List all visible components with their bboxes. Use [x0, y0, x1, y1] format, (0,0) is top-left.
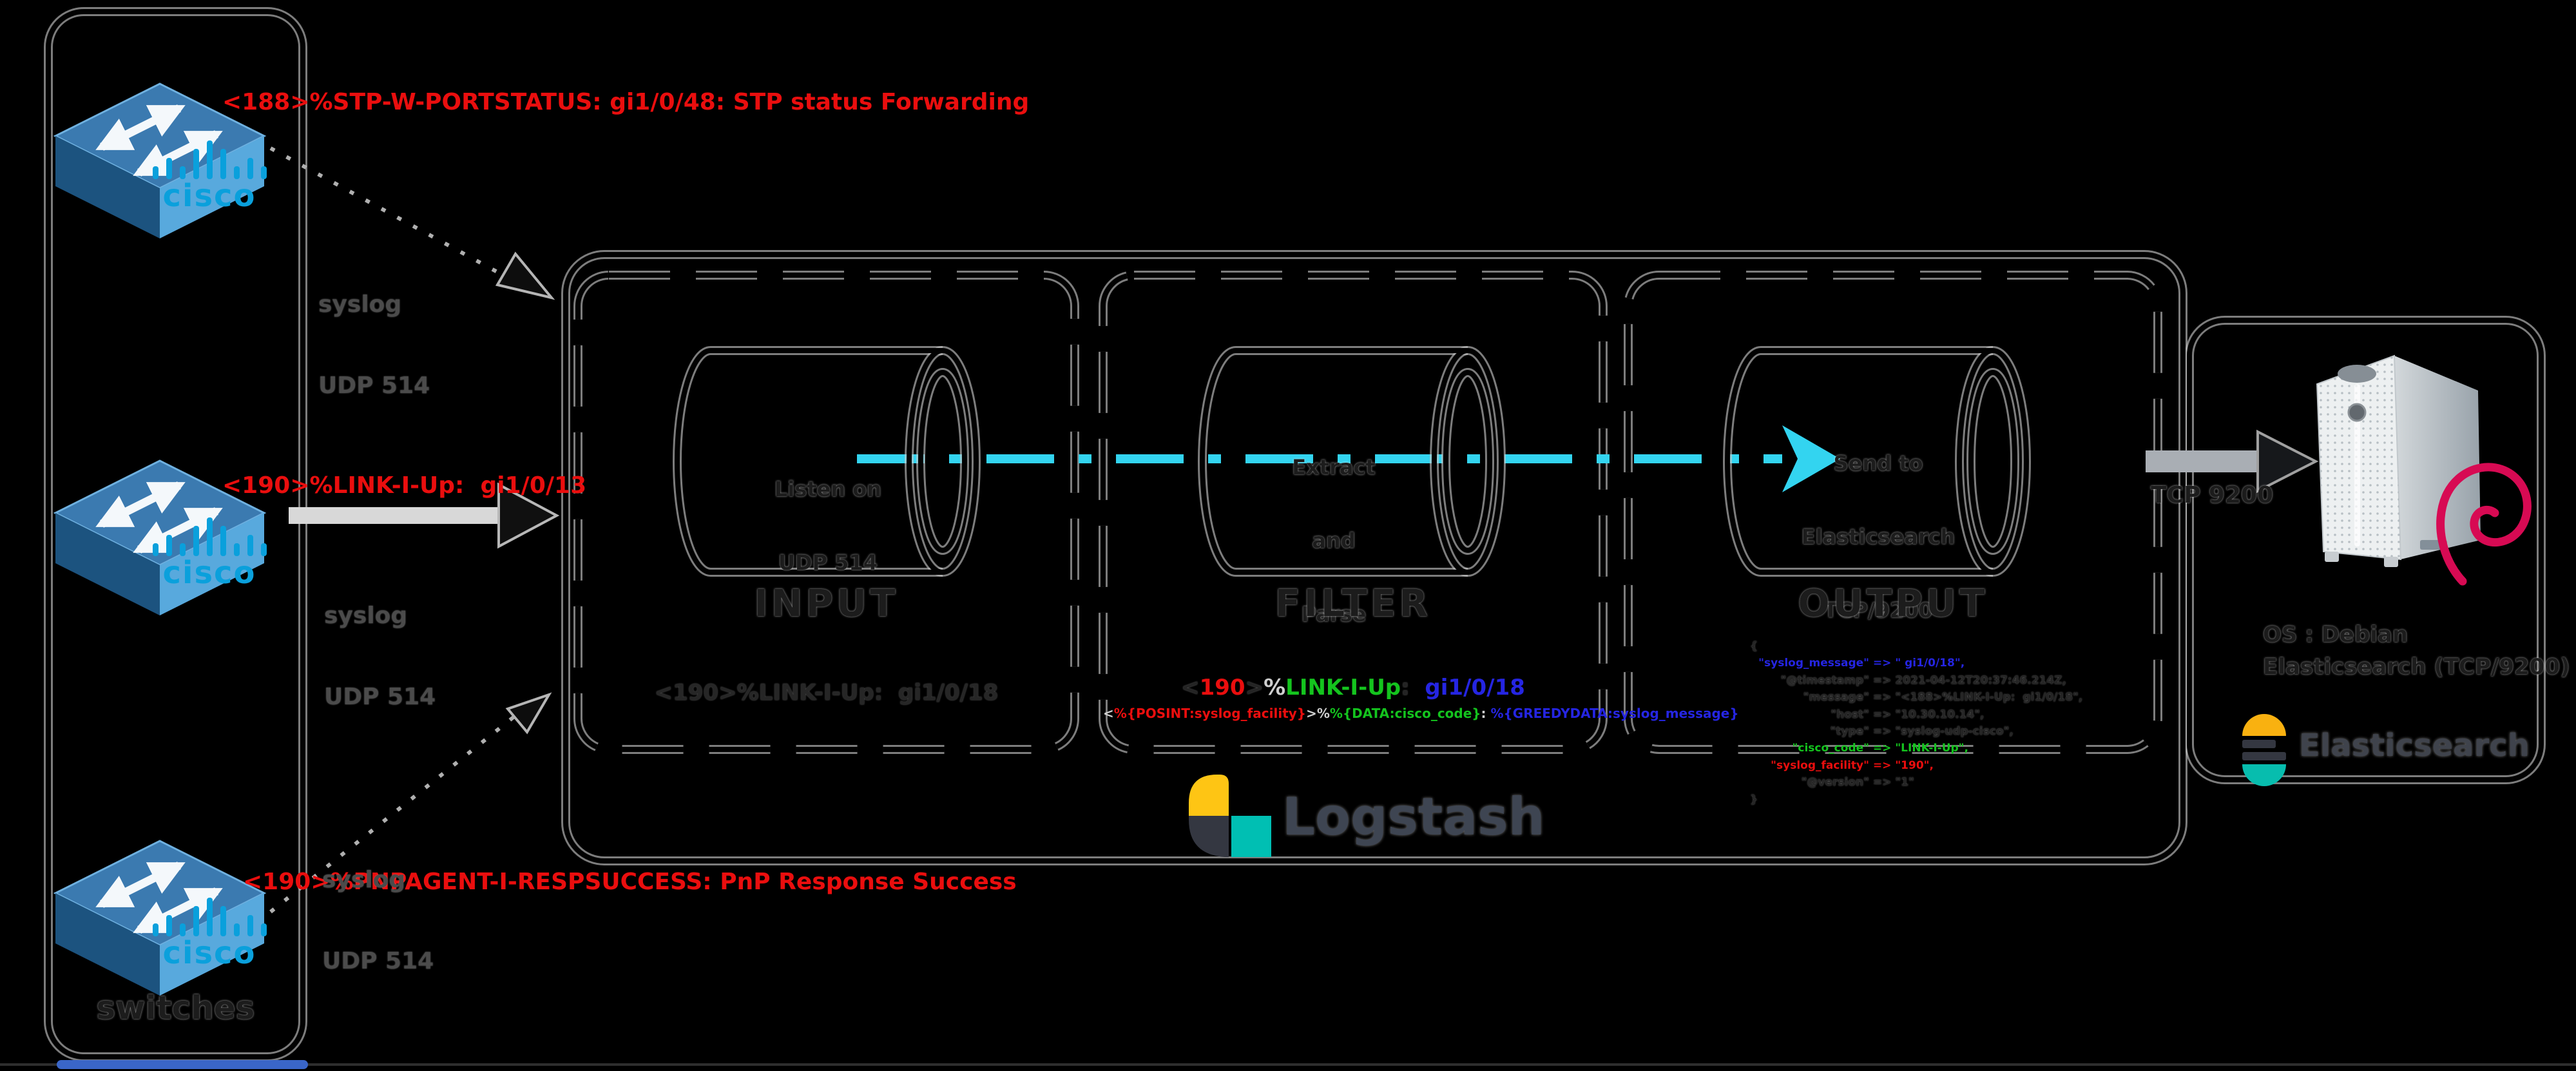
syslog-arrow-bottom: [269, 692, 552, 914]
bottom-scrollbar-thumb[interactable]: [57, 1060, 308, 1069]
pipeline-flow-arrowhead: [1782, 425, 1840, 492]
input-cylinder-caption: Listen on UDP 514: [774, 477, 882, 575]
port-label: UDP 514: [324, 684, 436, 710]
logstash-wordmark: Logstash: [1282, 787, 1545, 847]
protocol-label: syslog: [322, 867, 406, 893]
stage-label-input: INPUT: [754, 581, 899, 625]
stage-label-filter: FILTER: [1274, 581, 1432, 625]
elasticsearch-wordmark: Elasticsearch: [2299, 728, 2530, 764]
stage-label-output: OUTPUT: [1798, 581, 1988, 625]
filter-grok-pattern: <%{POSINT:syslog_facility}>%%{DATA:cisco…: [1103, 706, 1739, 721]
cisco-bars-icon: [139, 140, 280, 179]
cisco-wordmark: cisco: [162, 555, 256, 591]
cisco-bars-icon: [139, 898, 280, 936]
link-label-syslog-middle: syslog UDP 514: [324, 548, 436, 765]
port-label: UDP 514: [318, 372, 430, 399]
server-icon: [2316, 354, 2481, 567]
cisco-logo-2: cisco: [139, 517, 280, 588]
pipeline-flow-line: [857, 425, 1840, 492]
link-label-syslog-bottom: syslog UDP 514: [322, 813, 434, 1029]
switches-group-label: switches: [96, 989, 255, 1027]
cisco-logo-3: cisco: [139, 898, 280, 969]
syslog-arrow-top: [269, 146, 555, 300]
output-cylinder-caption: Send to Elasticsearch TCP/9200: [1801, 451, 1956, 622]
cisco-wordmark: cisco: [162, 935, 256, 971]
cisco-bars-icon: [139, 517, 280, 556]
protocol-label: syslog: [324, 603, 408, 629]
es-service-label: Elasticsearch (TCP/9200): [2263, 654, 2570, 680]
filter-sample-message: <190>%LINK-I-Up: gi1/0/18: [1181, 675, 1525, 700]
syslog-arrow-middle: [289, 482, 560, 549]
port-label: UDP 514: [322, 948, 434, 974]
debian-logo-icon: [2436, 463, 2532, 586]
es-os-label: OS : Debian: [2263, 622, 2408, 648]
elasticsearch-logo-icon: [2242, 714, 2286, 786]
syslog-message-3: <190>%PNPAGENT-I-RESPSUCCESS: PnP Respon…: [243, 869, 1017, 895]
cisco-wordmark: cisco: [162, 178, 256, 214]
filter-cylinder-caption: Extract and Parse: [1292, 455, 1376, 626]
protocol-label: syslog: [318, 291, 402, 318]
input-sample-message: <190>%LINK-I-Up: gi1/0/18: [654, 680, 999, 706]
logstash-logo-icon: [1189, 775, 1271, 857]
syslog-message-1: <188>%STP-W-PORTSTATUS: gi1/0/48: STP st…: [222, 89, 1030, 115]
es-link-port-label: TCP 9200: [2151, 482, 2274, 508]
cisco-logo-1: cisco: [139, 140, 280, 211]
es-arrow: [2146, 429, 2319, 494]
output-result-json: {"syslog_message" => " gi1/0/18","@times…: [1750, 640, 2083, 806]
link-label-syslog-top: syslog UDP 514: [318, 237, 430, 454]
syslog-message-2: <190>%LINK-I-Up: gi1/0/13: [222, 472, 587, 499]
